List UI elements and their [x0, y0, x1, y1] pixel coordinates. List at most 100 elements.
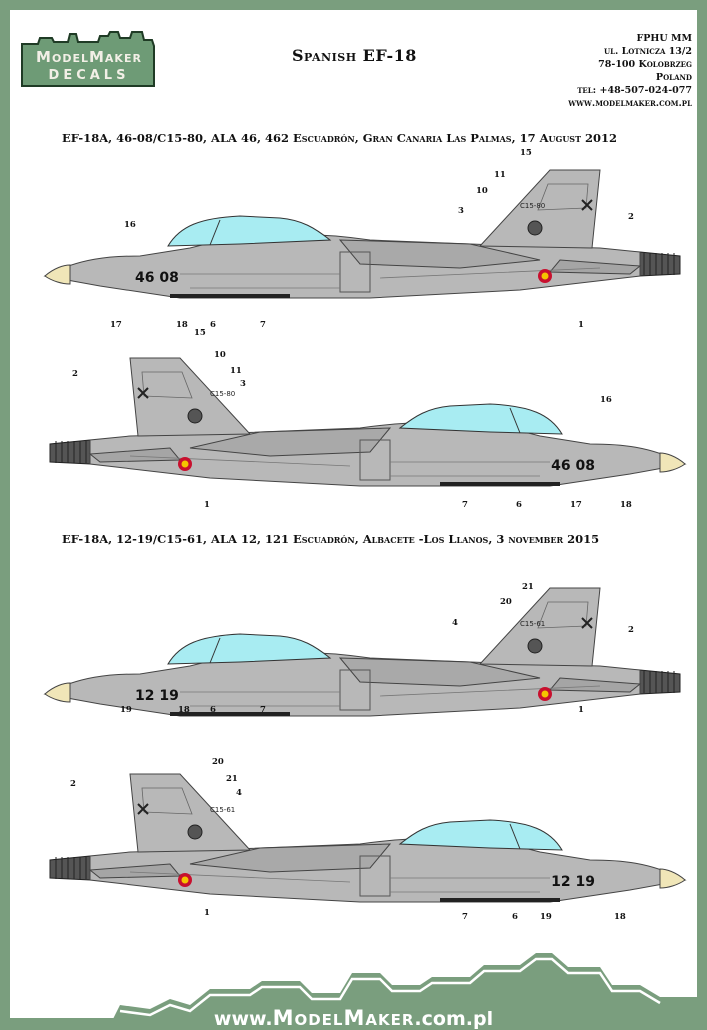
squadron-badge	[187, 408, 203, 424]
callout-number: 7	[462, 912, 468, 922]
canopy	[167, 633, 332, 665]
panel-lines	[129, 455, 550, 477]
canopy	[398, 819, 563, 851]
callout-number: 16	[600, 395, 612, 405]
callout-number: 17	[110, 320, 122, 330]
tail-serial: C15-61	[520, 620, 545, 628]
aircraft-profile-left: 1 2 19 C15-61	[43, 587, 681, 717]
callout-number: 19	[540, 912, 552, 922]
wing	[189, 427, 392, 457]
roundel-inner	[541, 272, 549, 280]
callout-number: 17	[570, 500, 582, 510]
intake	[359, 855, 391, 897]
roundel-inner	[181, 876, 189, 884]
callout-number: 4	[236, 788, 242, 798]
canopy-frame	[209, 219, 221, 246]
section-heading: EF-18A, 46-08/C15-80, ALA 46, 462 Escuad…	[62, 131, 618, 145]
page-title: Spanish EF-18	[292, 46, 417, 65]
nose-radome	[44, 264, 71, 285]
tail-panel	[537, 601, 589, 629]
footer-url-post: .com.pl	[414, 1008, 494, 1030]
tail-cross	[137, 387, 149, 399]
callout-number: 7	[462, 500, 468, 510]
nose-radome	[659, 452, 686, 473]
address-line: ul. Lotnicza 13/2	[603, 46, 692, 57]
stabilizer	[88, 863, 182, 879]
nose-code: 12 19	[551, 874, 595, 890]
callout-number: 2	[628, 212, 634, 222]
callout-number: 15	[520, 148, 532, 158]
callout-number: 1	[578, 320, 584, 330]
ventral-stripe	[440, 898, 560, 902]
tail-serial: C15-80	[210, 390, 235, 398]
callout-number: 18	[614, 912, 626, 922]
callout-number: 11	[494, 170, 506, 180]
aircraft-profile-right: 12 19 C15-61	[49, 773, 687, 903]
address-line: Poland	[655, 72, 692, 83]
panel-lines	[129, 871, 550, 893]
callout-number: 18	[176, 320, 188, 330]
ventral-stripe	[170, 294, 290, 298]
wing	[338, 657, 541, 687]
tail-cross	[137, 803, 149, 815]
callout-number: 1	[204, 500, 210, 510]
callout-number: 1	[204, 908, 210, 918]
canopy-frame	[509, 407, 521, 434]
address-block: FPHU MM ul. Lotnicza 13/2 78-100 Kolobrz…	[492, 32, 692, 110]
callout-number: 10	[476, 186, 488, 196]
address-line: 78-100 Kolobrzeg	[598, 59, 692, 70]
ventral-stripe	[170, 712, 290, 716]
callout-number: 19	[120, 705, 132, 715]
callout-number: 3	[240, 379, 246, 389]
callout-number: 10	[214, 350, 226, 360]
tail-panel	[141, 787, 193, 815]
canopy	[167, 215, 332, 247]
footer-url-brand: ModelMaker	[272, 1006, 415, 1030]
callout-number: 4	[452, 618, 458, 628]
wing	[338, 239, 541, 269]
canopy-frame	[209, 637, 221, 664]
aircraft-group	[49, 773, 687, 903]
callout-number: 2	[72, 369, 78, 379]
vertical-tail	[478, 587, 601, 667]
intake	[359, 439, 391, 481]
callout-number: 2	[70, 779, 76, 789]
nose-code: 46 08	[135, 270, 179, 286]
callout-number: 7	[260, 705, 266, 715]
modelmaker-logo: ModelMaker DECALS	[18, 28, 158, 90]
callout-number: 6	[210, 320, 216, 330]
stabilizer	[548, 677, 642, 693]
section-heading: EF-18A, 12-19/C15-61, ALA 12, 121 Escuad…	[62, 532, 600, 546]
footer-url-pre: www.	[213, 1008, 273, 1030]
callout-number: 18	[620, 500, 632, 510]
panel-lines	[180, 685, 601, 707]
callout-number: 1	[578, 705, 584, 715]
callout-number: 11	[230, 366, 242, 376]
footer-skyline	[0, 953, 707, 1030]
logo-line1: ModelMaker	[36, 48, 142, 66]
callout-number: 6	[512, 912, 518, 922]
callout-number: 3	[458, 206, 464, 216]
address-line: FPHU MM	[636, 33, 693, 44]
tail-panel	[141, 371, 193, 399]
callout-number: 2	[628, 625, 634, 635]
callout-number: 21	[226, 774, 238, 784]
tail-serial: C15-61	[210, 806, 235, 814]
intake	[339, 251, 371, 293]
wing	[189, 843, 392, 873]
callout-number: 16	[124, 220, 136, 230]
logo-line2: DECALS	[48, 68, 130, 83]
ventral-stripe	[440, 482, 560, 486]
nose-radome	[44, 682, 71, 703]
callout-number: 21	[522, 582, 534, 592]
squadron-badge	[527, 638, 543, 654]
tail-cross	[581, 617, 593, 629]
footer-url[interactable]: www.ModelMaker.com.pl	[0, 1006, 707, 1030]
canopy-frame	[509, 823, 521, 850]
vertical-tail	[129, 773, 252, 853]
vertical-tail	[129, 357, 252, 437]
callout-number: 6	[210, 705, 216, 715]
callout-number: 6	[516, 500, 522, 510]
